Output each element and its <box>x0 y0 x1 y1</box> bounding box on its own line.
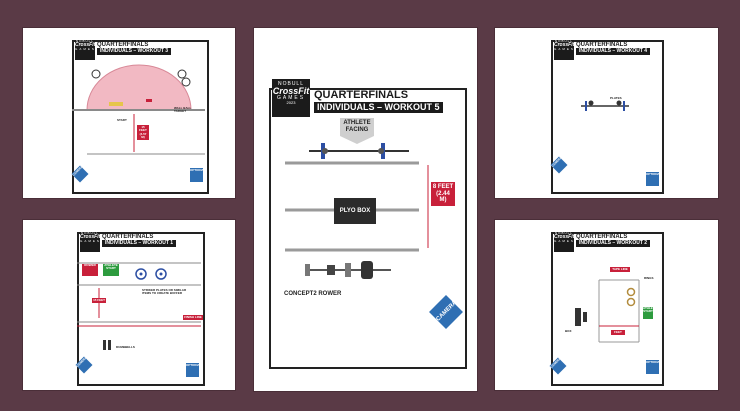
optional-camera-right[interactable]: OPTIONAL <box>186 363 202 377</box>
athlete-start-tag: ATHLETE START <box>643 306 657 319</box>
dumbbell-icon <box>108 340 111 350</box>
rower-foot <box>305 264 310 276</box>
floor-plan-border <box>77 232 205 386</box>
logo-nobull: NOBULL <box>80 231 99 235</box>
plates-label: PLATES <box>610 96 622 100</box>
banner-subtitle: INDIVIDUALS – WORKOUT 3 <box>97 48 172 55</box>
logo-crossfit: CrossFit <box>80 234 101 240</box>
start-label: START <box>117 118 127 122</box>
start-marker <box>109 102 123 106</box>
plyo-box: PLYO BOX <box>334 198 376 224</box>
distance-tag: 15 FEET (4.57 M) <box>137 125 149 141</box>
logo-nobull: NOBULL <box>277 81 304 87</box>
card-workout-2[interactable]: NOBULL CrossFit GAMES QUARTERFINALS INDI… <box>495 220 718 390</box>
ball-icon <box>181 77 191 87</box>
card-workout-4[interactable]: NOBULL CrossFit GAMES QUARTERFINALS INDI… <box>495 28 718 198</box>
rower-footplate <box>345 263 351 277</box>
crossfit-logo: NOBULL CrossFit GAMES 2023 <box>272 79 310 117</box>
optional-camera-right[interactable]: OPTIONAL <box>646 360 662 374</box>
crossfit-logo: NOBULL CrossFit GAMES <box>554 40 574 60</box>
logo-games: GAMES <box>80 239 101 243</box>
athlete-facing-label: ATHLETE FACING <box>343 120 371 134</box>
athlete-start-tag: ATHLETE START <box>103 263 119 276</box>
dumbbell-diagram <box>77 262 201 350</box>
banner-subtitle: INDIVIDUALS – WORKOUT 5 <box>314 102 443 113</box>
distance-tag: 8 FEET (2.44 M) <box>431 182 455 206</box>
crossfit-logo: NOBULL CrossFit GAMES <box>80 232 100 252</box>
collar-icon <box>322 148 328 154</box>
banner-subtitle: INDIVIDUALS – WORKOUT 2 <box>576 240 651 247</box>
ring-icon <box>626 287 636 297</box>
target-zone-arc <box>86 64 192 111</box>
rings-label: RINGS <box>644 276 654 280</box>
card-workout-1[interactable]: NOBULL CrossFit GAMES QUARTERFINALS INDI… <box>23 220 235 390</box>
banner-title: QUARTERFINALS <box>102 234 154 240</box>
title-banner: QUARTERFINALS INDIVIDUALS – WORKOUT 5 <box>314 90 443 113</box>
dumbbell-icon <box>103 340 106 350</box>
distance-tag: FEET <box>611 330 625 336</box>
collar-icon <box>378 148 384 154</box>
rings-diagram <box>575 279 640 343</box>
dumbbells-label: DUMBBELLS <box>116 345 135 349</box>
optional-camera-right[interactable]: OPTIONAL <box>646 172 662 186</box>
wall-ball-diagram <box>72 64 205 155</box>
plate-left <box>585 101 587 111</box>
buffer-note: STRIKER PLATES OR SIMILAR ITEMS TO CREAT… <box>142 288 187 296</box>
banner-title: QUARTERFINALS <box>314 89 409 101</box>
plate-icon <box>139 272 143 276</box>
dumbbell-icon <box>616 100 622 106</box>
ball-icon <box>91 69 101 79</box>
banner-subtitle: INDIVIDUALS – WORKOUT 4 <box>576 48 651 55</box>
box-icon <box>575 308 581 326</box>
ball-icon <box>177 69 187 79</box>
title-banner: QUARTERFINALS INDIVIDUALS – WORKOUT 2 <box>576 234 651 247</box>
floor-plan-border <box>551 40 664 194</box>
crossfit-logo: NOBULL CrossFit GAMES <box>554 232 574 252</box>
banner-subtitle: INDIVIDUALS – WORKOUT 1 <box>102 240 177 247</box>
ball-label: WALL BALL TARGET <box>174 106 192 114</box>
logo-crossfit: CrossFit <box>554 42 575 48</box>
plyo-box-label: PLYO BOX <box>339 208 371 214</box>
optional-camera-right[interactable]: OPTIONAL <box>190 168 206 182</box>
ring-icon <box>626 297 636 307</box>
crossfit-logo: NOBULL CrossFit GAMES <box>75 40 95 60</box>
logo-games: GAMES <box>554 47 575 51</box>
title-banner: QUARTERFINALS INDIVIDUALS – WORKOUT 1 <box>102 234 177 247</box>
tape-line-tag: TAPE LINE <box>610 267 630 273</box>
camera-label: CAMERA <box>435 299 459 323</box>
logo-nobull: NOBULL <box>554 39 573 43</box>
rower-tag: ROWER <box>82 263 98 276</box>
banner-title: QUARTERFINALS <box>576 42 628 48</box>
logo-games: GAMES <box>75 47 96 51</box>
logo-games: GAMES <box>554 239 575 243</box>
logo-games: GAMES <box>276 95 306 101</box>
logo-crossfit: CrossFit <box>272 86 310 96</box>
card-workout-5[interactable]: NOBULL CrossFit GAMES 2023 QUARTERFINALS… <box>254 28 477 391</box>
rower-flywheel <box>361 261 373 279</box>
rower-seat <box>327 265 335 275</box>
logo-nobull: NOBULL <box>554 231 573 235</box>
logo-crossfit: CrossFit <box>75 42 96 48</box>
athlete-facing-arrow <box>340 136 374 144</box>
plate-icon <box>159 272 163 276</box>
plate-right <box>623 101 625 111</box>
barbell-diagram <box>581 100 629 111</box>
banner-title: QUARTERFINALS <box>576 234 628 240</box>
target-marker <box>146 99 152 102</box>
title-banner: QUARTERFINALS INDIVIDUALS – WORKOUT 4 <box>576 42 651 55</box>
logo-crossfit: CrossFit <box>554 234 575 240</box>
banner-title: QUARTERFINALS <box>97 42 149 48</box>
logo-year: 2023 <box>286 100 296 105</box>
box-label: BOX <box>565 329 572 333</box>
finish-line-tag: FINISH LINE <box>183 315 203 321</box>
box-icon <box>583 312 587 322</box>
distance-tag: 15 FEET <box>92 298 106 304</box>
workout-5-diagram <box>285 143 429 279</box>
title-banner: QUARTERFINALS INDIVIDUALS – WORKOUT 3 <box>97 42 172 55</box>
rower-label: CONCEPT2 ROWER <box>284 291 342 297</box>
logo-nobull: NOBULL <box>75 39 94 43</box>
athlete-facing-marker: ATHLETE FACING <box>340 118 374 136</box>
card-workout-3[interactable]: NOBULL CrossFit GAMES QUARTERFINALS INDI… <box>23 28 235 198</box>
dumbbell-icon <box>588 100 594 106</box>
